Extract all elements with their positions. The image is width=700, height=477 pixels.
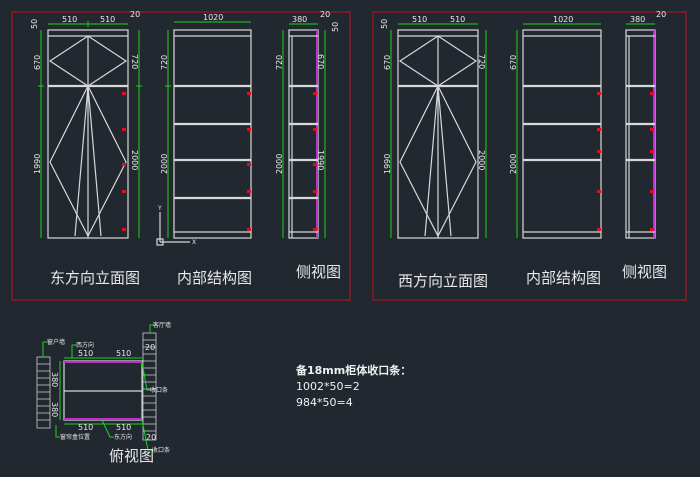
dim-text: 510 <box>100 15 115 24</box>
dim-text: 1990 <box>383 154 392 174</box>
dim-text: 1990 <box>33 154 42 174</box>
west-side: 380 20 <box>625 10 666 239</box>
window-wall-label: 窗户墙 <box>47 338 65 346</box>
west-side-title: 侧视图 <box>622 263 667 281</box>
east-structure-title: 内部结构图 <box>177 269 252 287</box>
plan-view: 窗户墙 西方向 客厅墙 收口条 窗帘盒位置 东方向 收口条 510 510 51… <box>36 321 171 454</box>
east-structure: 1020 720 2000 Y X <box>156 13 252 246</box>
note-line-2: 984*50=4 <box>296 396 353 409</box>
note-heading: 备18mm柜体收口条： <box>295 363 411 377</box>
ucs-x-label: X <box>192 239 196 246</box>
plan-view-title: 俯视图 <box>109 447 154 465</box>
dim-text: 2000 <box>130 150 139 170</box>
dim-text: 510 <box>78 349 93 358</box>
dim-text: 720 <box>275 55 284 70</box>
west-elevation-title: 西方向立面图 <box>398 272 488 290</box>
west-structure: 1020 670 2000 <box>509 15 602 239</box>
west-elevation: 50 510 510 670 1990 720 2000 <box>380 15 487 239</box>
dim-text: 510 <box>116 349 131 358</box>
dim-text: 1020 <box>553 15 573 24</box>
dim-text: 720 <box>160 55 169 70</box>
dim-text: 510 <box>116 423 131 432</box>
east-direction-label: 东方向 <box>114 433 132 441</box>
dim-text: 720 <box>130 54 139 69</box>
dim-text: 380 <box>50 372 59 387</box>
dim-text: 20 <box>320 10 330 19</box>
trim-strip-label: 收口条 <box>150 386 168 394</box>
dim-text: 510 <box>450 15 465 24</box>
east-elevation: 50 510 510 20 670 1990 720 2000 <box>30 10 142 239</box>
ucs-y-label: Y <box>157 205 162 212</box>
dim-text: 670 <box>316 54 325 69</box>
west-structure-title: 内部结构图 <box>526 269 601 287</box>
east-panel-frame <box>11 11 351 301</box>
dim-text: 510 <box>78 423 93 432</box>
dim-text: 20 <box>656 10 666 19</box>
dim-text: 380 <box>630 15 645 24</box>
curtain-box-label: 窗帘盒位置 <box>60 433 90 441</box>
dim-text: 670 <box>509 55 518 70</box>
dim-text: 1990 <box>316 150 325 170</box>
dim-text: 720 <box>477 54 486 69</box>
dim-text: 510 <box>412 15 427 24</box>
window-wall <box>36 356 51 429</box>
dim-text: 50 <box>331 22 340 32</box>
west-direction-label: 西方向 <box>76 341 94 349</box>
dim-text: 50 <box>380 19 389 29</box>
dim-text: 2000 <box>160 154 169 174</box>
living-wall-label: 客厅墙 <box>153 321 171 329</box>
east-elevation-title: 东方向立面图 <box>50 269 140 287</box>
dim-text: 1020 <box>203 13 223 22</box>
note-line-1: 1002*50=2 <box>296 380 360 393</box>
dim-text: 2000 <box>509 154 518 174</box>
dim-text: 20 <box>145 343 155 352</box>
dim-text: 670 <box>33 55 42 70</box>
west-panel-frame <box>372 11 687 301</box>
dim-text: 20 <box>146 433 156 442</box>
dim-text: 50 <box>30 19 39 29</box>
dim-text: 670 <box>383 55 392 70</box>
dim-text: 20 <box>130 10 140 19</box>
trim-strip-label-2: 收口条 <box>152 446 170 454</box>
east-side-title: 侧视图 <box>296 263 341 281</box>
dim-text: 2000 <box>477 150 486 170</box>
dim-text: 380 <box>292 15 307 24</box>
east-side: 380 20 50 720 2000 670 1990 <box>275 10 340 239</box>
dim-text: 380 <box>50 402 59 417</box>
dim-text: 2000 <box>275 154 284 174</box>
dim-text: 510 <box>62 15 77 24</box>
